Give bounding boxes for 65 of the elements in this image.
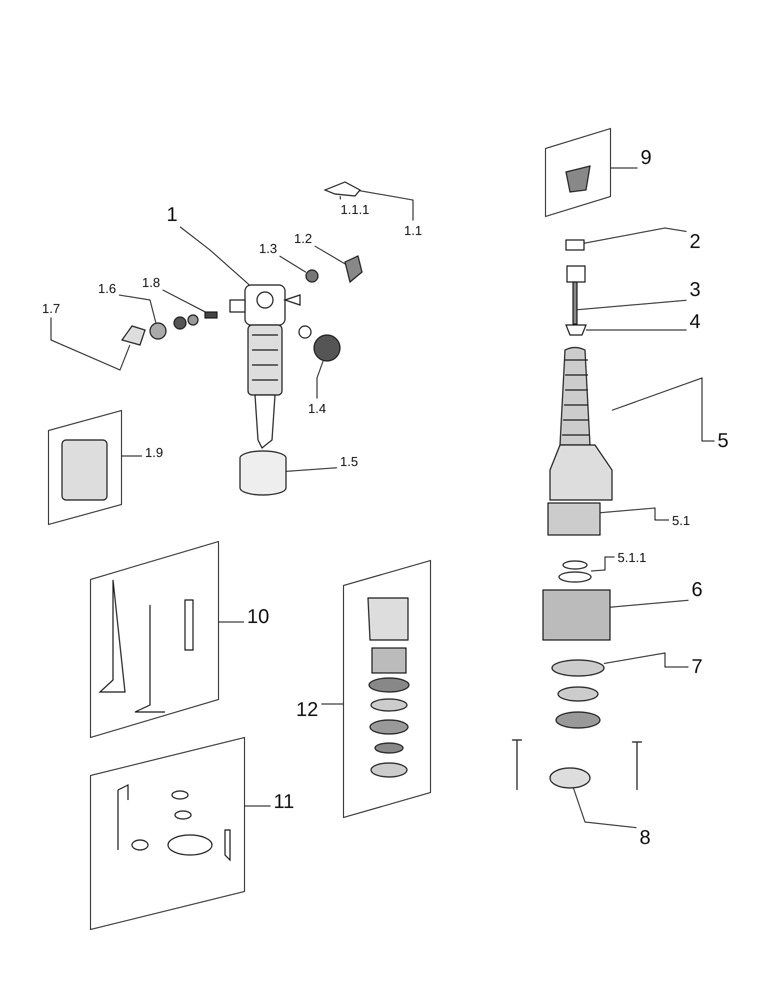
valve-body-drawing	[229, 284, 301, 449]
leader-line	[584, 228, 687, 244]
callout-number: 6	[692, 580, 703, 600]
callout-number: 1.9	[145, 446, 164, 458]
panel-frame	[48, 410, 122, 525]
callout-number: 3	[690, 280, 701, 300]
callout-number: 1.8	[142, 276, 160, 288]
seal-drawing	[305, 269, 319, 283]
leader-line	[600, 507, 670, 520]
filter-drawing	[204, 311, 218, 319]
leader-line	[340, 196, 341, 200]
callout-number: 5.1.1	[618, 550, 646, 564]
panel-frame	[90, 737, 245, 930]
nut-drawing	[149, 322, 167, 340]
callout-number: 10	[247, 607, 270, 627]
float-disc-drawing	[313, 334, 341, 362]
callout-number: 1.7	[42, 302, 60, 314]
panel-frame	[90, 541, 219, 738]
callout-number: 4	[690, 312, 701, 332]
callout-number: 11	[274, 792, 294, 812]
clip-drawing	[323, 181, 361, 197]
leader-line	[359, 190, 414, 221]
washer-drawing	[558, 560, 592, 583]
cage-drawing	[542, 589, 611, 641]
cross-piece-drawing	[565, 324, 587, 336]
nozzle-drawing	[121, 325, 146, 346]
panel-frame	[343, 560, 431, 818]
leader-line	[314, 246, 346, 264]
leader-line	[279, 256, 306, 273]
nut-drawing	[344, 255, 363, 284]
cage-drawing	[547, 502, 601, 536]
stem-drawing	[572, 281, 578, 325]
cap-drawing	[565, 239, 585, 251]
ring-drawing	[549, 767, 591, 789]
bell-drawing	[549, 346, 613, 501]
leader-line	[609, 600, 689, 608]
callout-number: 5.1	[672, 514, 690, 526]
callout-number: 1.5	[340, 454, 358, 468]
leader-line	[576, 300, 687, 310]
leader-line	[316, 360, 324, 399]
leader-line	[285, 467, 338, 472]
callout-number: 1.6	[98, 282, 116, 294]
callout-number: 9	[640, 148, 652, 168]
leader-line	[611, 377, 715, 442]
leader-line	[162, 289, 206, 312]
callout-number: 1.3	[259, 242, 278, 254]
callout-number: 1.1	[404, 224, 422, 236]
sleeve-drawing	[239, 450, 287, 496]
callout-number: 7	[692, 657, 703, 677]
callout-number: 12	[296, 700, 318, 720]
leader-line	[180, 226, 250, 286]
panel-frame	[545, 128, 611, 217]
callout-number: 5	[718, 431, 729, 451]
callout-number: 8	[640, 828, 651, 848]
callout-number: 1	[166, 205, 178, 225]
callout-number: 1.1.1	[340, 202, 370, 216]
callout-number: 2	[690, 232, 701, 252]
callout-number: 1.4	[308, 402, 326, 414]
leader-line	[118, 294, 156, 324]
leader-line	[572, 787, 637, 828]
leader-line	[590, 556, 615, 572]
washer-drawing	[551, 659, 605, 729]
leader-line	[50, 317, 130, 371]
callout-number: 1.2	[294, 232, 312, 244]
leader-line	[603, 652, 689, 668]
